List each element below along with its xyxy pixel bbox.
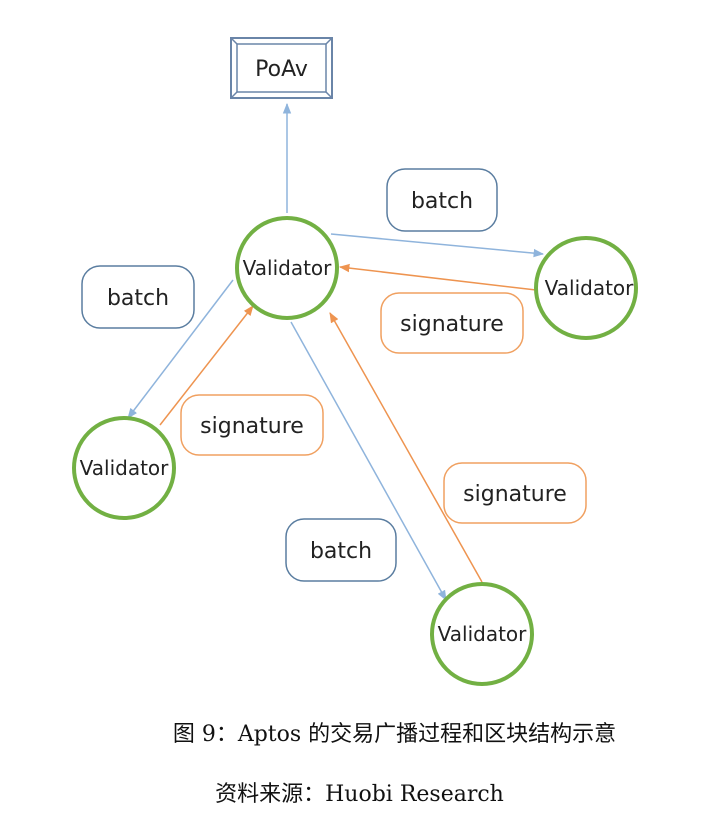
arrow-batch-to-left-validator bbox=[127, 279, 234, 419]
batch-label-top: batch bbox=[386, 168, 498, 232]
signature-label-right-text: signature bbox=[400, 312, 504, 337]
validator-bottom: Validator bbox=[430, 582, 534, 686]
validator-center: Validator bbox=[235, 216, 339, 320]
batch-label-bottom-text: batch bbox=[310, 539, 372, 564]
signature-label-bottom: signature bbox=[443, 462, 587, 524]
source-caption: 资料来源：Huobi Research bbox=[215, 782, 504, 807]
arrow-batch-to-right-validator bbox=[330, 233, 545, 258]
batch-label-top-text: batch bbox=[411, 189, 473, 214]
validator-left-label: Validator bbox=[80, 456, 170, 480]
aptos-broadcast-diagram: PoAv Validator Validator Validator Valid… bbox=[72, 37, 638, 686]
validator-center-label: Validator bbox=[243, 256, 333, 280]
arrow-signature-from-bottom-validator bbox=[329, 312, 483, 583]
validator-bottom-label: Validator bbox=[438, 622, 528, 646]
signature-label-left: signature bbox=[180, 394, 324, 456]
arrow-batch-to-bottom-validator bbox=[290, 321, 447, 601]
arrow-signature-from-left-validator bbox=[159, 305, 254, 426]
validator-right: Validator bbox=[534, 236, 638, 340]
batch-label-left-text: batch bbox=[107, 286, 169, 311]
signature-label-left-text: signature bbox=[200, 414, 304, 439]
batch-label-bottom: batch bbox=[285, 518, 397, 582]
figure-caption: 图 9：Aptos 的交易广播过程和区块结构示意 bbox=[172, 722, 617, 747]
batch-label-left: batch bbox=[81, 265, 195, 329]
arrow-signature-from-right-validator bbox=[338, 263, 537, 291]
validator-left: Validator bbox=[72, 416, 176, 520]
poav-label: PoAv bbox=[255, 57, 308, 82]
signature-label-bottom-text: signature bbox=[463, 482, 567, 507]
validator-right-label: Validator bbox=[545, 276, 635, 300]
poav-box: PoAv bbox=[230, 37, 333, 99]
signature-label-right: signature bbox=[380, 292, 524, 354]
